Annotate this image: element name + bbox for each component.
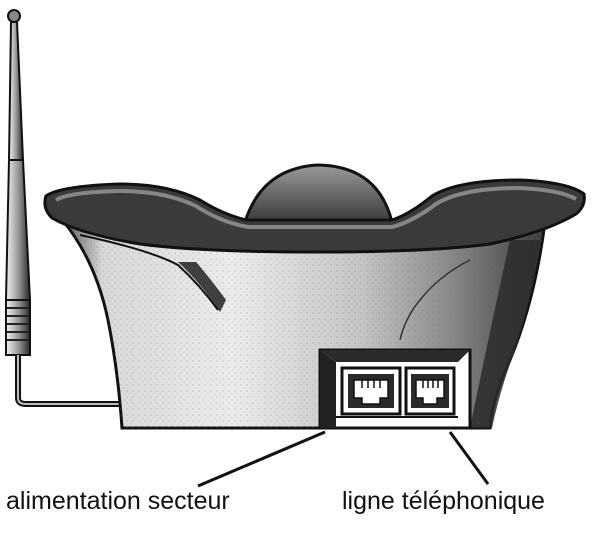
phone-jack-icon	[404, 366, 456, 416]
phone-line-label: ligne téléphonique	[342, 487, 545, 515]
power-supply-label: alimentation secteur	[6, 487, 230, 515]
handset-cradle-dome	[242, 163, 394, 224]
phone-callout-line	[448, 431, 490, 485]
power-callout-line	[197, 430, 326, 488]
antenna-icon	[4, 9, 122, 407]
power-jack-icon	[340, 366, 402, 416]
